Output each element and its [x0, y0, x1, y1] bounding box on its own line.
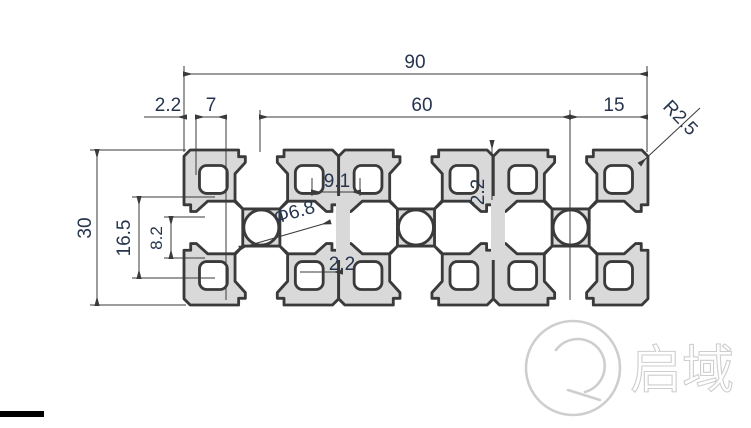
dimension-flange-7: 7: [195, 95, 227, 300]
dimension-overall-height-30: 30: [75, 149, 186, 306]
dimension-top-web-2-2: 2.2: [468, 140, 495, 205]
watermark-q-tail-icon: [566, 388, 602, 402]
dimension-overall-width-90: 90: [183, 52, 648, 152]
watermark-q-swoosh-icon: [554, 337, 607, 394]
dimension-slot-pitch-60: 60: [259, 95, 571, 300]
dimension-bottom-web-2-2: 2.2: [300, 254, 355, 275]
dim-label-9-1: 9.1: [324, 171, 350, 192]
dim-label-30: 30: [75, 217, 96, 238]
dimension-rib-9-1: 9.1: [311, 171, 361, 196]
dim-label-15: 15: [603, 95, 624, 116]
dim-label-2-2-top: 2.2: [468, 179, 489, 205]
bottom-left-scale-bar: [0, 411, 44, 417]
leader-line-bore: [238, 219, 332, 251]
dim-label-60: 60: [411, 95, 432, 116]
dimension-edge-offset-15: 15: [569, 95, 648, 120]
module-seam-mask-2: [491, 196, 505, 260]
dim-label-2-2-left: 2.2: [155, 95, 181, 116]
dimension-left-wall-2-2: 2.2: [144, 95, 187, 120]
leader-line-r2-5: [637, 107, 701, 167]
dim-label-7: 7: [206, 95, 217, 116]
dimension-slot-opening-16-5: 16.5: [114, 196, 215, 279]
dimension-slot-throat-8-2: 8.2: [147, 216, 205, 259]
dim-label-90: 90: [404, 52, 425, 73]
extrusion-profile: [182, 148, 650, 307]
module-seam-mask-1: [336, 196, 350, 260]
dim-label-8-2: 8.2: [147, 226, 166, 250]
watermark-q-circle-icon: [524, 319, 622, 417]
dim-label-16-5: 16.5: [114, 220, 135, 257]
dim-label-2-2-bottom: 2.2: [329, 254, 355, 275]
watermark-brand-text: 启域: [630, 341, 734, 401]
watermark: 启域: [524, 319, 735, 417]
